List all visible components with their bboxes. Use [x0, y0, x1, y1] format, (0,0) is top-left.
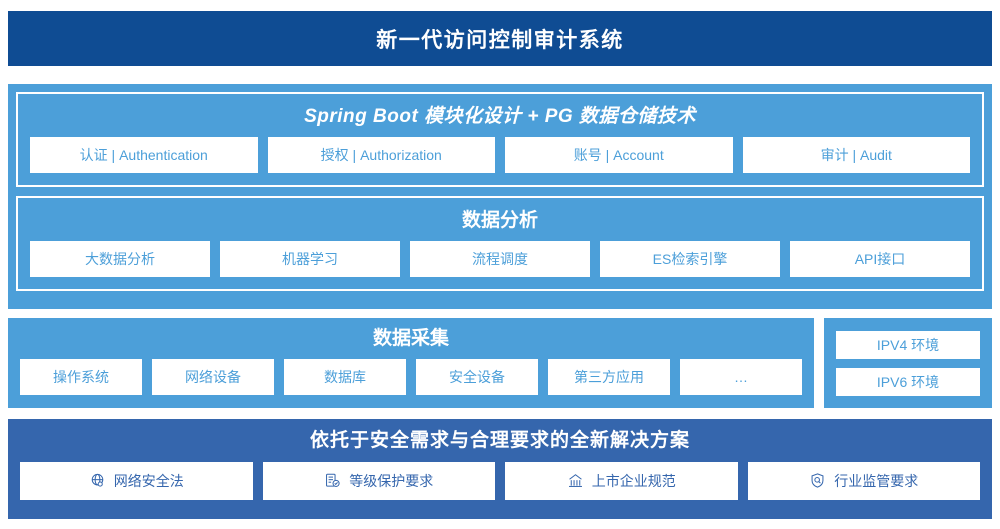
chip-network-device[interactable]: 网络设备	[152, 358, 274, 395]
chip-label: …	[734, 368, 748, 385]
chip-third-party-app[interactable]: 第三方应用	[548, 358, 670, 395]
spring-boot-card: Spring Boot 模块化设计 + PG 数据仓储技术 认证 | Authe…	[16, 92, 984, 187]
chip-label: 安全设备	[449, 368, 505, 385]
data-collection-panel: 数据采集 操作系统 网络设备 数据库 安全设备 第三方应用 …	[8, 318, 814, 408]
chip-label: 行业监管要求	[834, 472, 919, 489]
chip-es-search-engine[interactable]: ES检索引擎	[600, 240, 780, 277]
chip-authentication[interactable]: 认证 | Authentication	[30, 136, 258, 173]
chip-label: 账号 | Account	[573, 146, 664, 163]
chip-label: 操作系统	[53, 368, 109, 385]
data-collection-title: 数据采集	[372, 328, 449, 349]
chip-label: 上市企业规范	[591, 472, 676, 489]
chip-operating-system[interactable]: 操作系统	[20, 358, 142, 395]
chip-label: 审计 | Audit	[820, 146, 892, 163]
solution-chip-row: 网络安全法 等级保护要求	[20, 461, 980, 500]
chip-label: 数据库	[324, 368, 366, 385]
building-icon	[567, 472, 584, 489]
header-banner: 新一代访问控制审计系统	[8, 11, 992, 66]
chip-label: 等级保护要求	[349, 472, 434, 489]
chip-classified-protection[interactable]: 等级保护要求	[262, 461, 495, 500]
data-collection-chip-row: 操作系统 网络设备 数据库 安全设备 第三方应用 …	[20, 358, 802, 395]
chip-more[interactable]: …	[680, 358, 802, 395]
document-check-icon	[324, 472, 341, 489]
solution-title: 依托于安全需求与合理要求的全新解决方案	[309, 430, 690, 451]
data-analysis-chip-row: 大数据分析 机器学习 流程调度 ES检索引擎 API接口	[30, 240, 970, 277]
spring-boot-card-title: Spring Boot 模块化设计 + PG 数据仓储技术	[304, 106, 696, 127]
chip-label: IPV4 环境	[876, 336, 940, 353]
page-title: 新一代访问控制审计系统	[376, 28, 624, 52]
chip-account[interactable]: 账号 | Account	[505, 136, 733, 173]
chip-label: IPV6 环境	[876, 373, 940, 390]
chip-label: 授权 | Authorization	[320, 146, 442, 163]
data-analysis-card: 数据分析 大数据分析 机器学习 流程调度 ES检索引擎 API接口	[16, 195, 984, 291]
chip-database[interactable]: 数据库	[284, 358, 406, 395]
shield-search-icon	[809, 472, 826, 489]
chip-machine-learning[interactable]: 机器学习	[220, 240, 400, 277]
data-analysis-card-title: 数据分析	[461, 209, 538, 231]
chip-label: 流程调度	[472, 250, 528, 267]
chip-label: ES检索引擎	[652, 250, 728, 267]
chip-label: 大数据分析	[85, 250, 155, 267]
chip-process-scheduling[interactable]: 流程调度	[410, 240, 590, 277]
chip-label: 第三方应用	[574, 368, 644, 385]
globe-icon	[89, 472, 106, 489]
chip-authorization[interactable]: 授权 | Authorization	[267, 136, 495, 173]
chip-label: API接口	[854, 250, 906, 267]
chip-label: 网络设备	[185, 368, 241, 385]
chip-industry-regulation[interactable]: 行业监管要求	[747, 461, 980, 500]
chip-security-device[interactable]: 安全设备	[416, 358, 538, 395]
chip-label: 认证 | Authentication	[79, 146, 208, 163]
chip-label: 网络安全法	[113, 472, 184, 489]
chip-audit[interactable]: 审计 | Audit	[742, 136, 970, 173]
data-collection-row: 数据采集 操作系统 网络设备 数据库 安全设备 第三方应用 …	[8, 318, 992, 408]
chip-big-data-analysis[interactable]: 大数据分析	[30, 240, 210, 277]
platform-container: Spring Boot 模块化设计 + PG 数据仓储技术 认证 | Authe…	[8, 84, 992, 309]
chip-listed-company-norms[interactable]: 上市企业规范	[505, 461, 738, 500]
chip-api-interface[interactable]: API接口	[790, 240, 970, 277]
chip-ipv6-environment[interactable]: IPV6 环境	[836, 367, 980, 396]
chip-ipv4-environment[interactable]: IPV4 环境	[836, 330, 980, 359]
solution-section: 依托于安全需求与合理要求的全新解决方案 网络安全法	[8, 419, 992, 519]
environment-panel: IPV4 环境 IPV6 环境	[824, 318, 992, 408]
spring-boot-chip-row: 认证 | Authentication 授权 | Authorization 账…	[30, 136, 970, 173]
chip-label: 机器学习	[282, 250, 338, 267]
chip-cybersecurity-law[interactable]: 网络安全法	[20, 461, 253, 500]
